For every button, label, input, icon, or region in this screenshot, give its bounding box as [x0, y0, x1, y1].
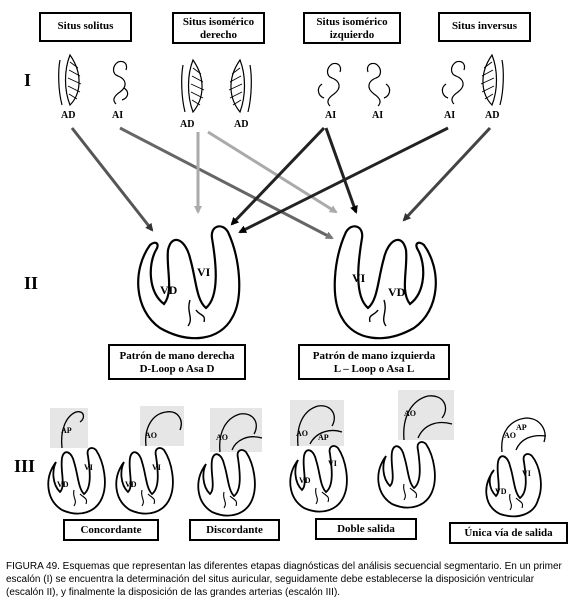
vessel-shade — [210, 408, 262, 452]
great-artery-icon — [297, 405, 343, 447]
arrow-inversus-ai — [238, 126, 449, 234]
arrow-solitus-ai — [119, 126, 334, 240]
atrium-ad-icon — [58, 53, 82, 107]
concordante-label: Concordante — [80, 524, 142, 536]
atrium-label-4b: AD — [485, 110, 500, 121]
ventricle-vd-small: VD — [57, 480, 69, 489]
ventricle-vd-small: VD — [125, 480, 137, 489]
vessel-shade — [50, 408, 88, 448]
doble-salida-box: Doble salida — [315, 518, 417, 540]
vessel-ap-label: AP — [516, 423, 527, 432]
step-i-label: I — [24, 70, 32, 90]
atrium-label-3a: AI — [325, 110, 337, 121]
situs-isomerico-izquierdo-box: Situs isomérico izquierdo — [303, 12, 401, 44]
ventricle-vi-label-l: VI — [352, 271, 366, 285]
ventricle-vi-small: VI — [522, 469, 531, 478]
small-heart-icon — [289, 445, 348, 513]
situs-isomerico-derecho-title2: derecho — [199, 29, 238, 41]
vessel-ap-label: AP — [318, 433, 329, 442]
atrium-ai-icon — [441, 60, 466, 105]
arrow-inversus-ad — [402, 126, 492, 222]
small-heart-icon — [47, 447, 106, 515]
arrow-isom-izq-2 — [324, 127, 358, 214]
situs-isomerico-derecho-box: Situs isomérico derecho — [172, 12, 265, 44]
atrium-ad-icon — [228, 58, 252, 114]
situs-inversus-box: Situs inversus — [438, 12, 531, 42]
situs-solitus-title: Situs solitus — [57, 20, 114, 32]
ventricle-vi-small: VI — [328, 459, 337, 468]
doble-salida-label: Doble salida — [337, 523, 395, 535]
atrium-label-1b: AI — [112, 110, 124, 121]
great-artery-icon — [219, 413, 263, 453]
step-iii-label: III — [14, 456, 36, 476]
vessel-ap-label: AP — [61, 426, 72, 435]
atrium-ad-icon — [181, 58, 205, 114]
situs-isomerico-izquierdo-title1: Situs isomérico — [316, 16, 388, 28]
pattern-left-line1: Patrón de mano izquierda — [312, 350, 436, 362]
small-heart-icon — [485, 453, 542, 518]
atrium-ai-icon — [317, 62, 342, 107]
situs-inversus-title: Situs inversus — [451, 20, 518, 32]
heart-l-loop-icon — [333, 225, 437, 340]
atrium-ai-icon — [112, 60, 129, 105]
unica-via-salida-label: Única vía de salida — [464, 527, 553, 539]
vessel-shade — [290, 400, 344, 446]
ventricle-vd-small: VD — [495, 487, 507, 496]
small-heart-icon — [115, 447, 174, 515]
heart-d-loop-icon — [137, 225, 241, 340]
great-artery-icon — [145, 411, 182, 447]
atrium-label-1a: AD — [61, 110, 76, 121]
atrium-ai-icon — [366, 62, 391, 107]
vessel-ao-label: AO — [504, 431, 516, 440]
small-heart-icon — [377, 441, 436, 509]
situs-isomerico-derecho-title1: Situs isomérico — [182, 16, 255, 28]
situs-isomerico-izquierdo-title2: izquierdo — [329, 29, 375, 41]
vessel-ao-label: AO — [404, 409, 416, 418]
figure-caption: FIGURA 49. Esquemas que representan las … — [6, 561, 562, 598]
vessel-ao-label: AO — [216, 433, 228, 442]
atrium-label-2a: AD — [180, 119, 195, 130]
concordante-box: Concordante — [63, 519, 159, 541]
great-artery-icon — [403, 395, 453, 441]
pattern-right-line1: Patrón de mano derecha — [119, 350, 235, 362]
ventricle-vd-label: VD — [160, 283, 178, 297]
arrow-isom-izq-1 — [230, 126, 326, 226]
pattern-right-line2: D-Loop o Asa D — [139, 363, 215, 375]
discordante-label: Discordante — [206, 524, 263, 536]
great-artery-icon — [501, 417, 547, 453]
arrow-solitus-ad — [70, 127, 154, 232]
pattern-right-box: Patrón de mano derecha D-Loop o Asa D — [108, 344, 246, 380]
ventricle-vd-small: VD — [299, 476, 311, 485]
ventricle-vi-small: VI — [84, 463, 93, 472]
vessel-ao-label: AO — [296, 429, 308, 438]
ventricle-vd-label-l: VD — [388, 285, 406, 299]
ventricle-vi-small: VI — [152, 463, 161, 472]
atrium-label-2b: AD — [234, 119, 249, 130]
vessel-shade — [140, 406, 184, 446]
small-heart-icon — [197, 449, 256, 517]
pattern-left-line2: L – Loop o Asa L — [333, 363, 415, 375]
atrium-label-4a: AI — [444, 110, 456, 121]
atrium-ad-icon — [480, 53, 504, 107]
step-ii-label: II — [24, 273, 39, 293]
pattern-left-box: Patrón de mano izquierda L – Loop o Asa … — [298, 344, 450, 380]
atrium-label-3b: AI — [372, 110, 384, 121]
vessel-ao-label: AO — [145, 431, 157, 440]
ventricle-vi-label: VI — [197, 265, 211, 279]
great-artery-icon — [60, 411, 85, 449]
arrow-isom-der-2 — [207, 130, 338, 214]
situs-solitus-box: Situs solitus — [39, 12, 132, 42]
unica-via-salida-box: Única vía de salida — [449, 522, 568, 544]
discordante-box: Discordante — [189, 519, 280, 541]
